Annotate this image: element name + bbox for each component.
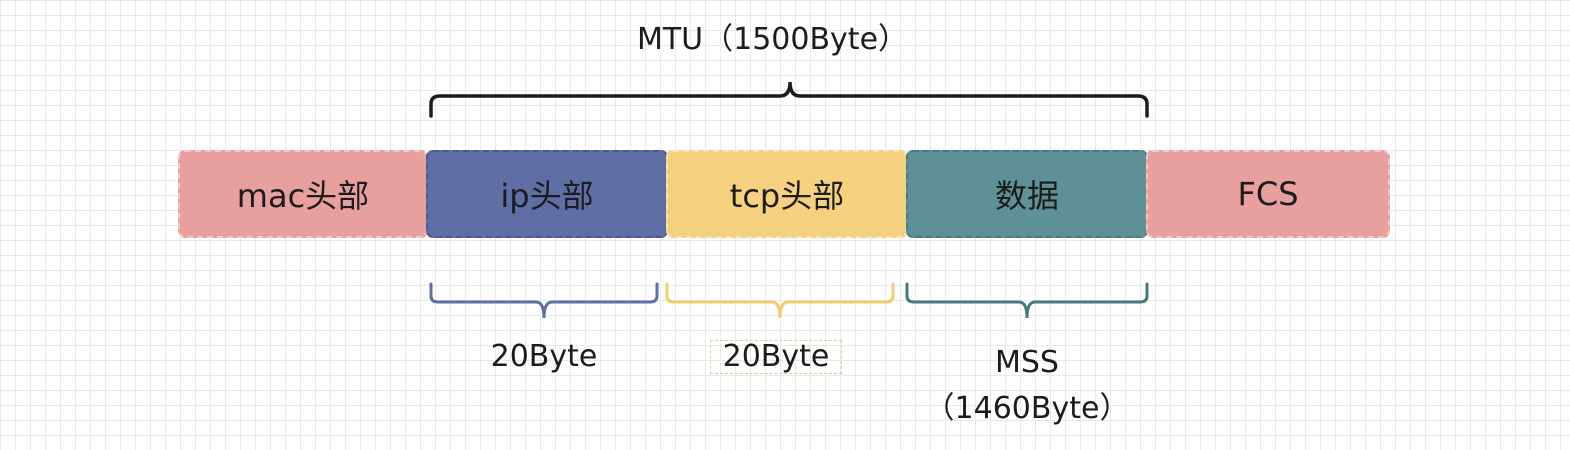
ip-size-label: 20Byte <box>490 339 598 374</box>
segment-mac-header-label: mac头部 <box>236 177 370 215</box>
data-brace <box>905 282 1149 319</box>
tcp-size-label: 20Byte <box>710 340 842 374</box>
mss-size-label: （1460Byte） <box>924 391 1130 426</box>
segment-data: 数据 <box>906 150 1148 238</box>
segment-fcs: FCS <box>1146 150 1390 238</box>
segment-tcp-header-label: tcp头部 <box>729 177 845 215</box>
mtu-brace <box>429 81 1149 118</box>
mss-title-label: MSS <box>995 345 1059 380</box>
ip-brace <box>429 282 659 319</box>
segment-mac-header: mac头部 <box>178 150 428 238</box>
segment-data-label: 数据 <box>994 177 1059 215</box>
segment-ip-header: ip头部 <box>426 150 668 238</box>
segment-ip-header-label: ip头部 <box>500 177 594 215</box>
segment-fcs-label: FCS <box>1237 175 1299 213</box>
mtu-label: MTU（1500Byte） <box>636 22 909 57</box>
tcp-brace <box>665 282 895 319</box>
segment-tcp-header: tcp头部 <box>666 150 908 238</box>
